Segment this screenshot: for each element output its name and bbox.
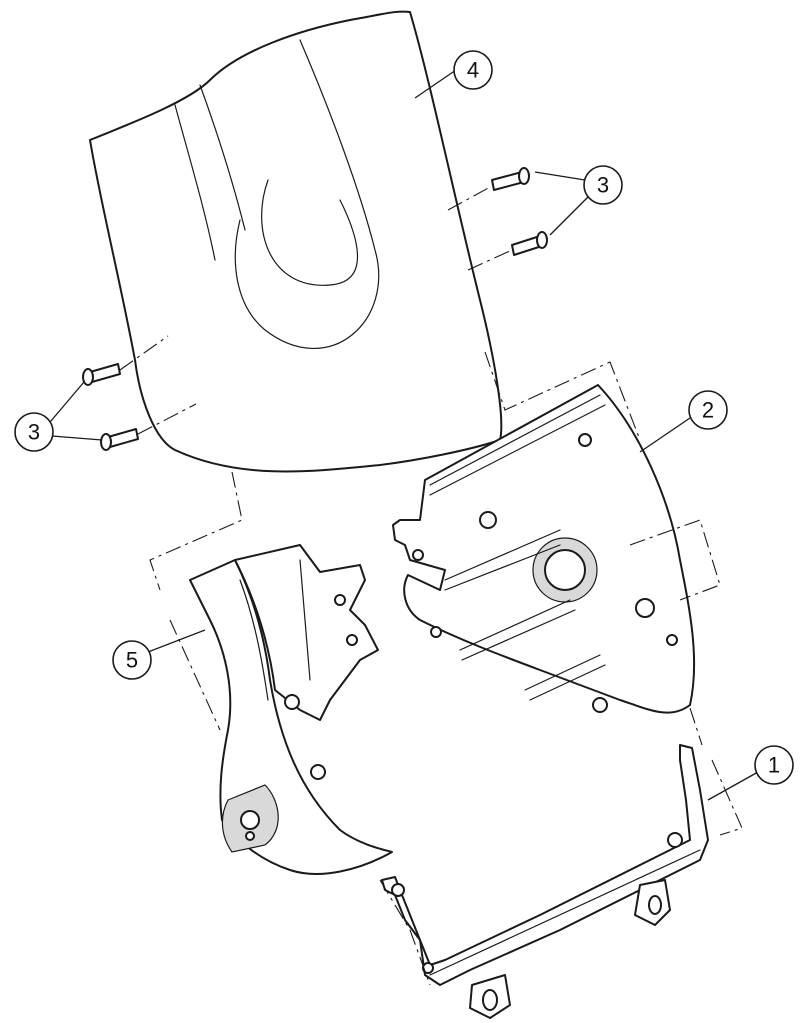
callout-4-label: 4: [467, 58, 479, 83]
screw-right-upper: [491, 167, 530, 191]
callout-5: 5: [112, 640, 152, 680]
part-inner-fairing: [392, 384, 696, 714]
callout-1: 1: [754, 745, 794, 785]
callout-5-label: 5: [126, 648, 138, 673]
part-mounting-bracket: [381, 744, 709, 1019]
callout-3-right: 3: [583, 165, 623, 205]
part-windshield: [89, 10, 503, 473]
assembly-guide-lines: [149, 351, 743, 986]
screw-left-lower: [100, 428, 139, 451]
part-side-panel: [189, 544, 393, 875]
screw-right-lower: [511, 231, 548, 256]
callout-1-label: 1: [768, 753, 780, 778]
callout-3-left-label: 3: [28, 420, 40, 445]
screw-left-upper: [82, 363, 121, 386]
fastener-screws: [82, 167, 548, 451]
callout-2: 2: [688, 390, 728, 430]
callout-3-right-label: 3: [597, 173, 609, 198]
callout-3-left: 3: [14, 412, 54, 452]
callout-2-label: 2: [702, 398, 714, 423]
callout-4: 4: [453, 50, 493, 90]
leader-lines: [44, 69, 759, 801]
